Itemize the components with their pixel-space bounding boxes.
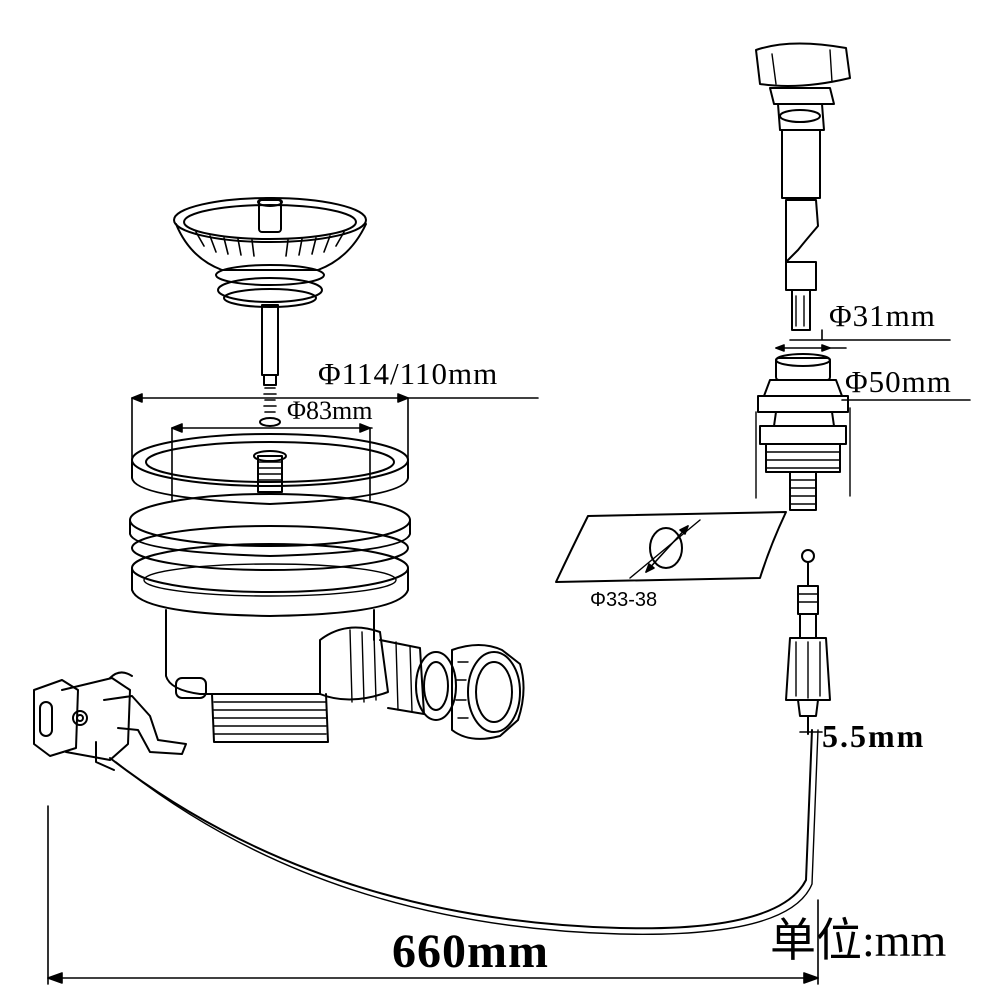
total-length-dimension: 660mm	[392, 925, 549, 978]
dimension-lines	[47, 329, 971, 985]
rod-dimension: Φ31mm	[829, 298, 936, 333]
lever-actuator	[33, 671, 187, 771]
popup-knob	[755, 42, 851, 331]
unit-note: 单位:mm	[770, 915, 947, 966]
strainer-basket	[173, 197, 367, 427]
cable-dimension: 5.5mm	[822, 718, 926, 754]
countertop-section	[555, 511, 787, 583]
strainer-outer-dimension: Φ114/110mm	[318, 356, 499, 391]
cable-fitting	[785, 549, 831, 735]
drain-body	[129, 433, 411, 743]
flange-dimension: Φ50mm	[845, 364, 952, 399]
countertop-hole-dimension: Φ33-38	[590, 589, 658, 611]
overflow-flange	[755, 353, 851, 511]
overflow-outlet	[319, 626, 525, 740]
cable-line	[109, 729, 813, 930]
strainer-inner-dimension: Φ83mm	[287, 396, 373, 425]
